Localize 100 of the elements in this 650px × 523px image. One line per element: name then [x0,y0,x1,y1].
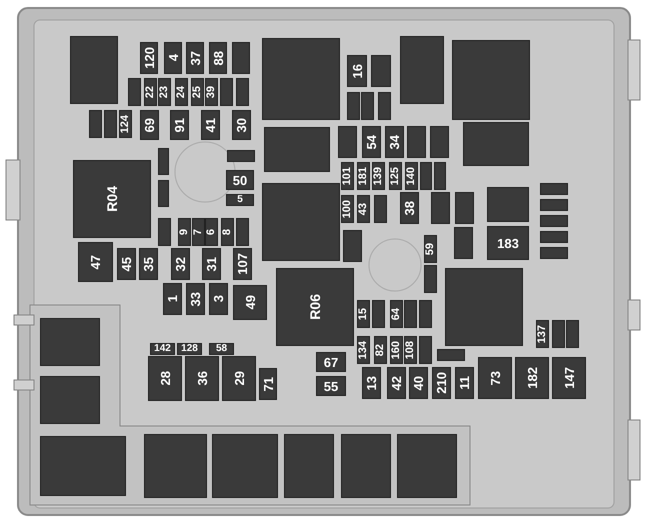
fuse-block [158,218,171,246]
fuse-block: 47 [78,242,113,282]
fuse-block: 6 [205,218,218,246]
fuse-block: 134 [357,336,370,364]
fuse-block [540,215,568,227]
relay-block [452,40,530,120]
fuse-block: 182 [515,357,549,399]
fuse-block [540,247,568,259]
fuse-block [434,162,446,190]
relay-block [40,436,126,496]
fuse-block: 147 [552,357,586,399]
fuse-block: 100 [341,195,354,223]
fuse-block [232,42,250,74]
fuse-block [371,55,391,87]
fuse-block: 16 [347,55,367,87]
fuse-block: 210 [432,367,451,399]
fuse-block [220,78,233,106]
relay-block [463,122,529,166]
fuse-block: 120 [140,42,158,74]
fuse-block: 13 [362,367,381,399]
fuse-block [540,183,568,195]
relay-block [262,183,340,261]
fuse-block: 125 [389,162,402,190]
fuse-block: 101 [341,162,354,190]
fuse-block: 183 [487,226,529,260]
fuse-block [540,199,568,211]
fuse-block: 5 [226,194,254,206]
fuse-block [540,231,568,243]
fuse-block: 32 [171,248,190,280]
fuse-block: 91 [170,110,189,140]
fuse-block: 9 [178,218,191,246]
fuse-block [430,126,449,158]
fuse-block: 42 [387,367,406,399]
fuse-block: 11 [455,367,474,399]
relay-block [70,36,118,104]
fuse-block: 29 [222,356,256,401]
fuse-block [437,349,465,361]
fuse-block: 82 [374,336,387,364]
relay-block [212,434,278,498]
fuse-block [487,187,529,222]
relay-block [445,268,523,346]
fuse-block: 140 [405,162,418,190]
relay-block [400,36,444,104]
fuse-block [128,78,141,106]
fuse-block [424,265,437,293]
fuse-block: 108 [404,336,417,364]
relay-block [284,434,334,498]
fuse-block [338,126,357,158]
relay-block [262,38,340,120]
fuse-block: 37 [186,42,204,74]
fuse-block: 58 [209,343,234,355]
fuse-block [158,180,169,207]
relay-block [144,434,207,498]
fuse-block: 73 [478,357,512,399]
fuse-block: 8 [221,218,234,246]
fuse-block: 50 [226,170,254,190]
fuse-block: 15 [357,300,370,328]
fuse-block: 34 [385,126,404,158]
fuse-block [236,78,249,106]
fuse-block: 107 [233,248,252,280]
relay-block: R06 [276,268,354,346]
fuse-block: 25 [191,78,204,106]
fuse-block: 59 [424,235,437,263]
fuse-block [566,320,579,348]
fuse-block [343,230,362,262]
fuse-block: 33 [186,283,205,315]
fuse-block [347,92,360,120]
fuse-block: 55 [316,376,346,396]
fuse-block [378,92,391,120]
fuse-block: 88 [209,42,227,74]
fuse-block [420,162,432,190]
fuse-block: 36 [185,356,219,401]
fuse-block: 31 [202,248,221,280]
fuse-block: 30 [232,110,251,140]
relay-block [40,376,100,424]
fuse-block: 71 [259,368,277,400]
fuse-block [419,336,432,364]
fuse-block: 137 [536,320,549,348]
fuse-block: 7 [192,218,205,246]
fuse-block: 35 [139,248,158,280]
fuse-block [407,126,426,158]
fuse-block: 64 [390,300,403,328]
fuse-block: 24 [175,78,188,106]
relay-block: R04 [73,160,151,238]
fuse-block [454,227,473,259]
fuse-block [158,148,169,175]
fuse-block: 40 [409,367,428,399]
fuse-block: 39 [205,78,218,106]
fuse-block: 139 [372,162,385,190]
fuse-block: 128 [177,343,202,355]
fuse-block: 124 [119,110,132,138]
fuse-block: 54 [362,126,381,158]
fuse-block: 45 [117,248,136,280]
relay-block [341,434,391,498]
fuse-block: 67 [316,352,346,372]
relay-block [264,127,330,172]
fuse-block: 1 [163,283,182,315]
fuse-block: 22 [144,78,157,106]
fuse-block [372,300,385,328]
relay-block [397,434,457,498]
